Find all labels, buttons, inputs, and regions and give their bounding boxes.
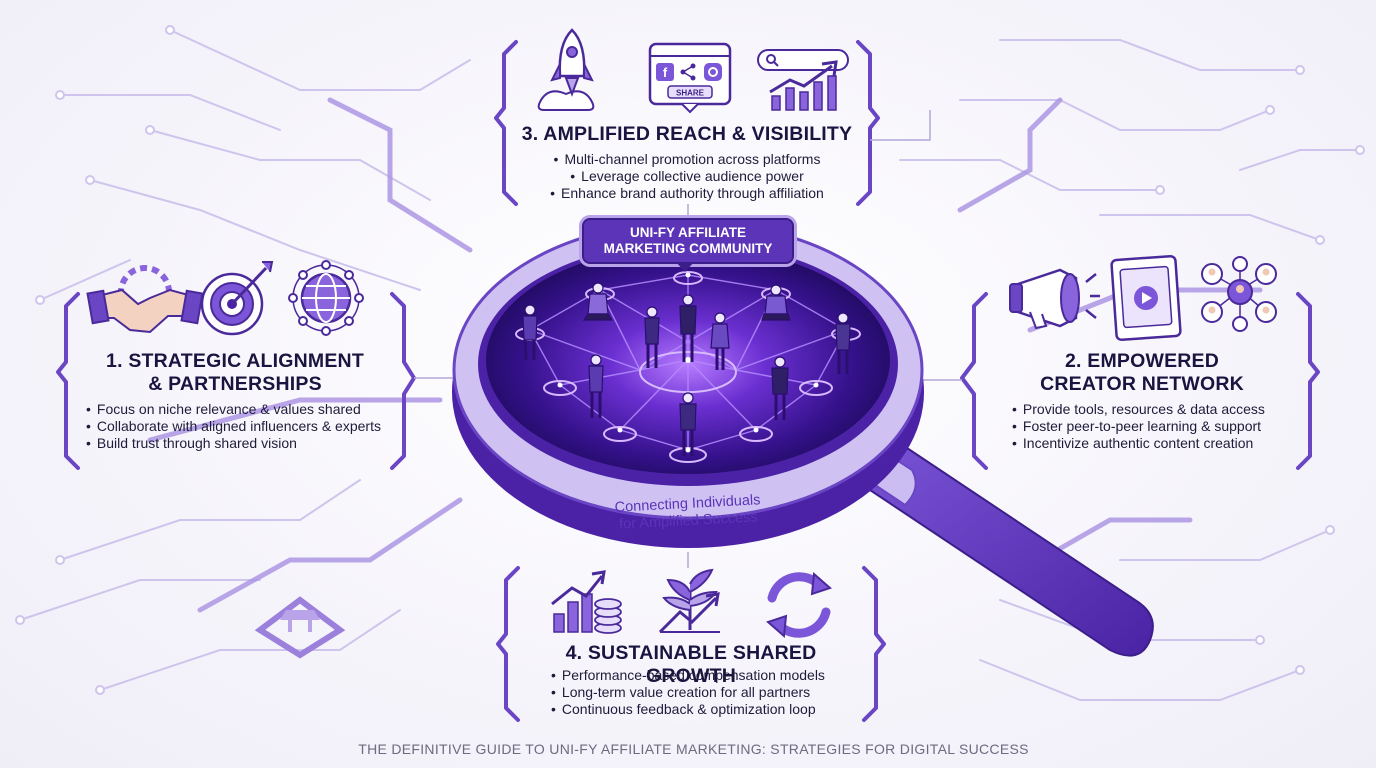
megaphone-icon — [1009, 268, 1100, 330]
creator-title: 2. EMPOWERED CREATOR NETWORK — [986, 350, 1298, 396]
list-item: Incentivize authentic content creation — [1012, 435, 1265, 452]
video-tablet-icon — [1110, 254, 1182, 342]
community-badge: UNI-FY AFFILIATE MARKETING COMMUNITY — [582, 218, 794, 264]
growth-chart-icon — [757, 49, 849, 111]
list-item: Long-term value creation for all partner… — [551, 684, 825, 701]
footer-title: THE DEFINITIVE GUIDE TO UNI-FY AFFILIATE… — [358, 741, 1029, 757]
alignment-title-line2: & PARTNERSHIPS — [148, 373, 322, 395]
share-label: SHARE — [676, 89, 705, 98]
coins-chart-icon — [551, 570, 622, 634]
list-item: Provide tools, resources & data access — [1012, 401, 1265, 418]
reach-title: 3. AMPLIFIED REACH & VISIBILITY — [521, 123, 853, 145]
creator-bullets: Provide tools, resources & data access F… — [1012, 401, 1265, 452]
globe-network-icon — [288, 260, 364, 336]
alignment-bullets: Focus on niche relevance & values shared… — [86, 401, 381, 452]
target-icon — [200, 261, 274, 336]
list-item: Build trust through shared vision — [86, 435, 381, 452]
badge-line2: MARKETING COMMUNITY — [603, 241, 773, 256]
plant-growth-icon — [658, 568, 720, 634]
cycle-arrows-icon — [766, 571, 832, 639]
handshake-gear-icon — [86, 265, 204, 334]
creator-title-line1: 2. EMPOWERED — [1064, 350, 1220, 372]
list-item: Multi-channel promotion across platforms — [516, 151, 858, 168]
list-item: Foster peer-to-peer learning & support — [1012, 418, 1265, 435]
alignment-title-line1: 1. STRATEGIC ALIGNMENT — [106, 350, 364, 372]
list-item: Collaborate with aligned influencers & e… — [86, 418, 381, 435]
list-item: Enhance brand authority through affiliat… — [516, 185, 858, 202]
list-item: Leverage collective audience power — [516, 168, 858, 185]
creator-title-line2: CREATOR NETWORK — [1040, 373, 1244, 395]
badge-line1: UNI-FY AFFILIATE — [630, 225, 746, 240]
list-item: Continuous feedback & optimization loop — [551, 701, 825, 718]
badge-pointer — [676, 262, 694, 272]
growth-bullets: Performance-based compensation models Lo… — [551, 667, 825, 718]
list-item: Performance-based compensation models — [551, 667, 825, 684]
social-share-icon: f SHARE — [648, 42, 732, 114]
svg-text:f: f — [663, 65, 668, 80]
community-people — [522, 282, 851, 456]
rocket-icon — [537, 28, 595, 111]
list-item: Focus on niche relevance & values shared — [86, 401, 381, 418]
mortarboard-icon — [254, 596, 346, 659]
reach-bullets: Multi-channel promotion across platforms… — [516, 151, 858, 202]
alignment-title: 1. STRATEGIC ALIGNMENT & PARTNERSHIPS — [78, 350, 392, 396]
people-network-icon — [1201, 256, 1277, 332]
